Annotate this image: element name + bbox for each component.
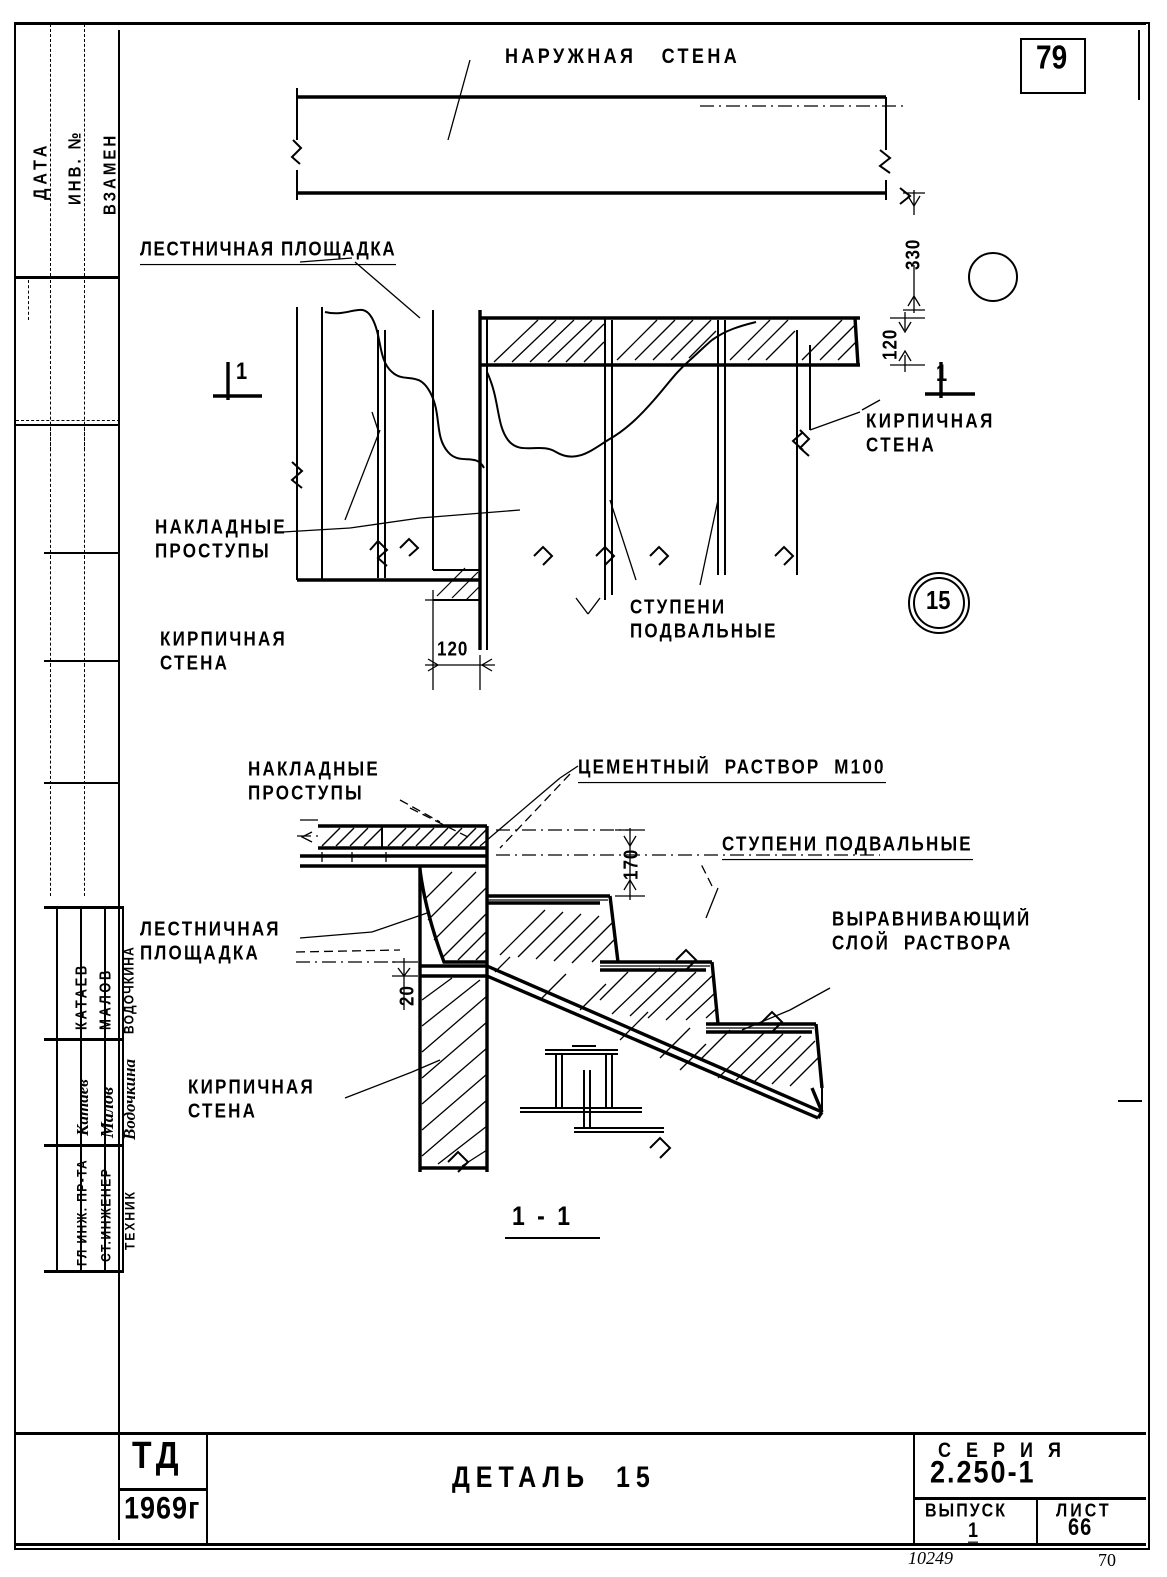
sig-block-top-rule (44, 906, 124, 909)
sig-block-bottom-rule (44, 1270, 124, 1273)
section-mark-left-number: 1 (236, 358, 248, 385)
label-basement-steps-bottom: СТУПЕНИ ПОДВАЛЬНЫЕ (722, 833, 973, 861)
title-block-divider-2 (913, 1432, 915, 1544)
stamp-rule-a2 (16, 424, 120, 426)
detail-title: ДЕТАЛЬ 15 (452, 1461, 656, 1495)
sig-col-divider-4 (122, 906, 124, 1272)
stamp-grid-line-1 (50, 280, 51, 450)
series-value: 2.250-1 (930, 1454, 1036, 1490)
detail-marker-circle-inner: 15 (913, 577, 965, 629)
revision-circle (968, 252, 1018, 302)
sheet-corner-number-box: 79 (1020, 38, 1086, 94)
stamp-number: 10249 (908, 1548, 953, 1568)
stamp-grid-line-10 (84, 786, 85, 896)
stamp-rule-b (44, 552, 120, 554)
sig-col-divider-3 (104, 906, 106, 1272)
stamp-rule-c (44, 660, 120, 662)
stamp-grid-line-3 (50, 428, 51, 558)
top-stamp-divider-2 (84, 24, 85, 276)
top-stamp-divider-1 (50, 24, 51, 276)
title-block-divider-1 (206, 1432, 208, 1544)
detail-marker-circle (908, 572, 970, 634)
dim-slab-thickness: 120 (879, 328, 902, 360)
sheet-value: 66 (1068, 1514, 1093, 1541)
dim-mortar-bed: 20 (396, 985, 419, 1006)
title-block-top-rule (14, 1432, 1146, 1435)
stamp-grid-line-8 (84, 664, 85, 784)
issue-sheet-divider (1036, 1497, 1038, 1544)
issue-label: ВЫПУСК (925, 1501, 1007, 1522)
title-block-bottom-rule (14, 1543, 1146, 1546)
org-year-divider (118, 1488, 206, 1491)
sig-col-divider-1 (56, 906, 58, 1272)
corner-box-tick (1138, 30, 1140, 100)
sig-block-rule-3 (44, 1144, 124, 1147)
stamp-grid-line-4 (84, 428, 85, 558)
stamp-grid-line-7 (50, 664, 51, 784)
stamp-grid-rule-a (16, 420, 120, 421)
dim-wall-thickness: 330 (902, 238, 925, 270)
top-stamp-bottom-rule (16, 276, 120, 279)
stamp-grid-line-2 (84, 280, 85, 450)
frame-tick-right (1118, 1100, 1142, 1102)
drawing-inner-frame (118, 30, 1142, 1540)
drawing-year: 1969г (124, 1490, 201, 1526)
stamp-rule-d (44, 782, 120, 784)
stamp-grid-line-6 (84, 556, 85, 666)
section-mark-right-number: 1 (936, 360, 948, 387)
stamp-grid-line-0 (28, 280, 29, 320)
org-code: ТД (132, 1433, 184, 1477)
section-view-title: 1 - 1 (512, 1200, 574, 1232)
stamp-grid-line-5 (50, 556, 51, 666)
issue-value: 1 (968, 1518, 979, 1543)
dim-tread-width: 120 (437, 638, 469, 661)
detail-marker-number: 15 (926, 585, 951, 615)
label-cement-mortar: ЦЕМЕНТНЫЙ РАСТВОР М100 (578, 756, 886, 784)
sheet-corner-number: 79 (1036, 38, 1068, 76)
sig-col-divider-2 (80, 906, 82, 1272)
page-title: НАРУЖНАЯ СТЕНА (505, 44, 741, 68)
frame-top-edge (14, 22, 1146, 25)
series-issue-divider (913, 1497, 1146, 1500)
page-number: 70 (1098, 1550, 1116, 1570)
stamp-grid-line-9 (50, 786, 51, 896)
series-label: С Е Р И Я (938, 1438, 1066, 1462)
dim-riser-height: 170 (620, 848, 643, 880)
sig-block-rule-2 (44, 1038, 124, 1041)
label-landing-top: ЛЕСТНИЧНАЯ ПЛОЩАДКА (140, 238, 397, 266)
sheet-label: ЛИСТ (1056, 1501, 1112, 1522)
